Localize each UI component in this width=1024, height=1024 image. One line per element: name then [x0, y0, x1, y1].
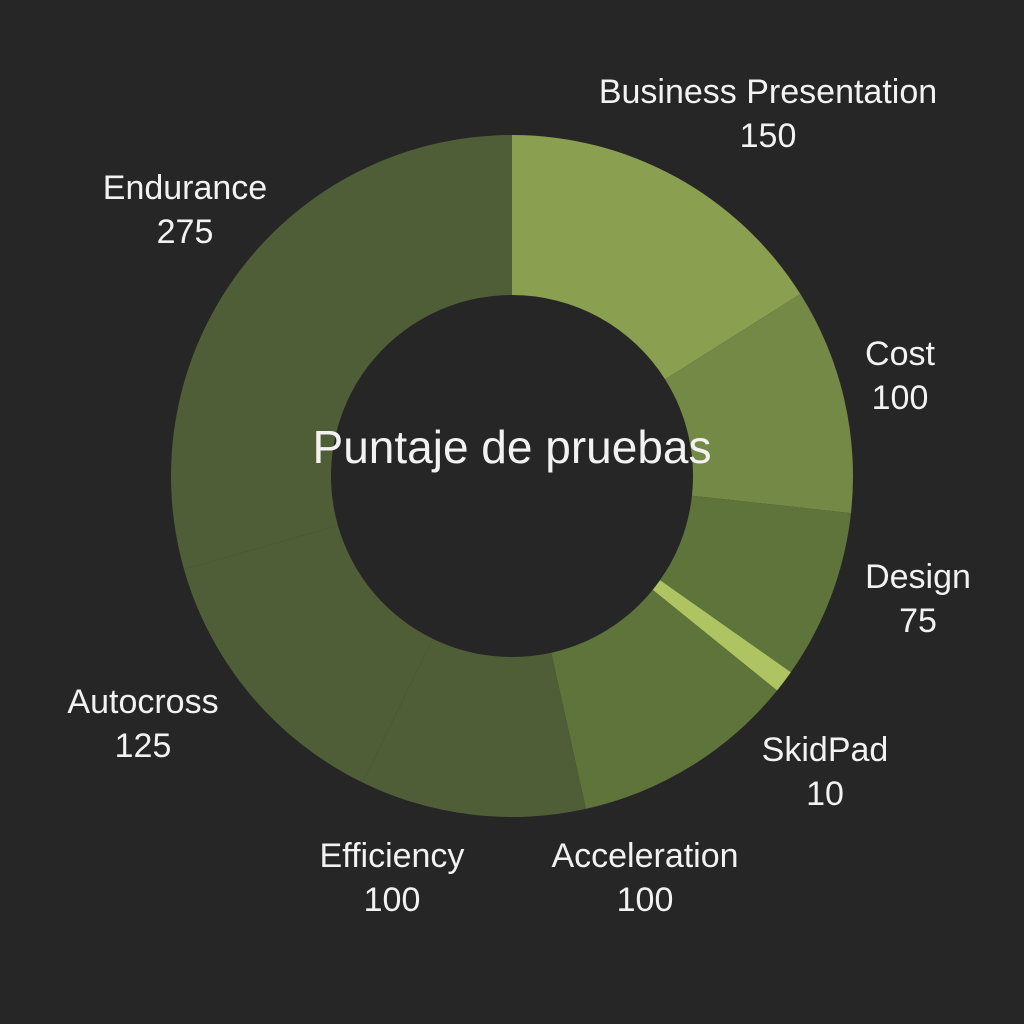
slice-acceleration — [551, 589, 778, 809]
slice-skidpad — [652, 580, 791, 691]
slice-cost — [665, 294, 853, 514]
slice-autocross — [184, 525, 433, 783]
slice-design — [660, 495, 851, 673]
slice-business-presentation — [512, 135, 801, 380]
slice-efficiency — [362, 638, 586, 817]
chart-title: Puntaje de pruebas — [312, 421, 712, 473]
slice-endurance — [171, 135, 512, 570]
